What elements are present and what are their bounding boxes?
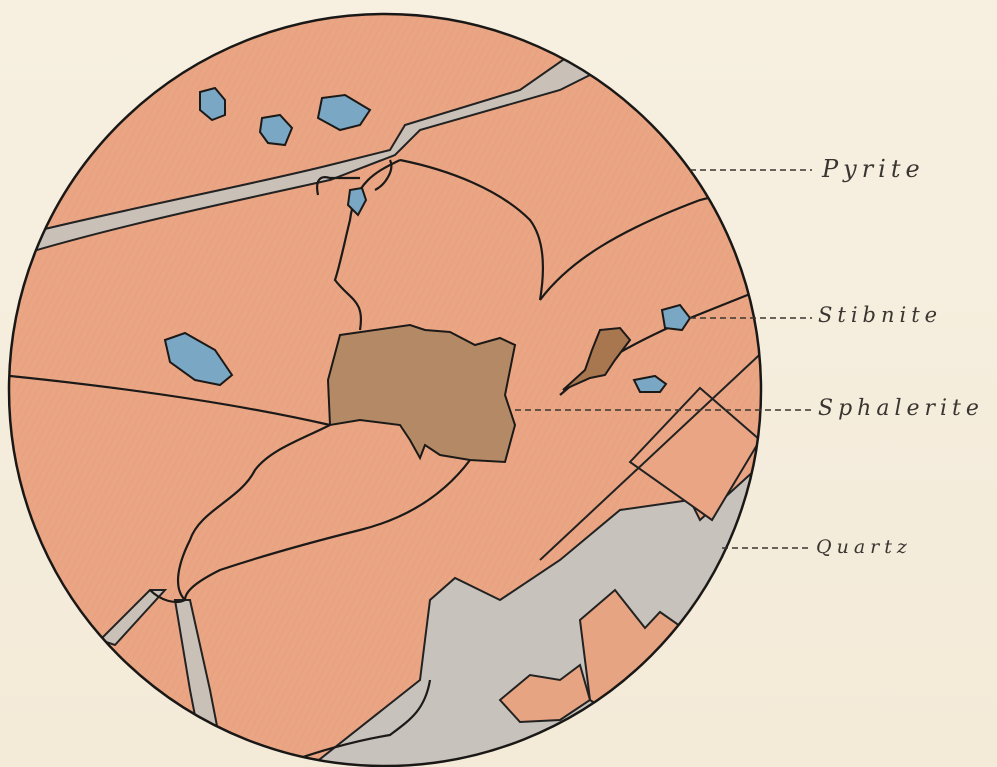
label-quartz: Quartz — [816, 536, 912, 558]
label-pyrite: Pyrite — [822, 155, 925, 183]
label-stibnite: Stibnite — [818, 303, 942, 327]
label-sphalerite: Sphalerite — [818, 396, 984, 421]
